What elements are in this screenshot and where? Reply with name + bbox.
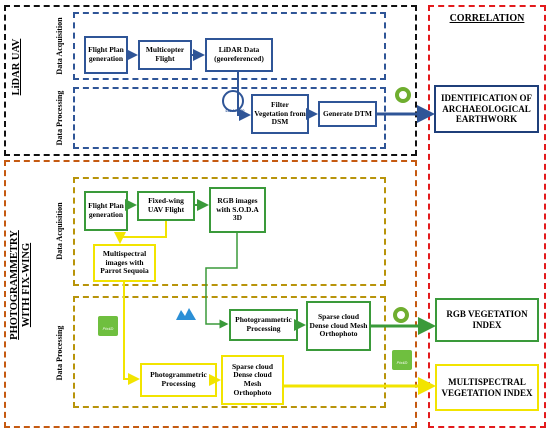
agisoft-icon-shape: [176, 308, 196, 320]
lidar360-logo-text: LIDAR360: [225, 108, 245, 113]
lidar-section: [4, 5, 417, 156]
rgb-vegetation-index-box: RGB VEGETATION INDEX: [435, 298, 539, 342]
photogrammetry-section: [4, 160, 417, 428]
pix4d-icon-right-text: Pix4D: [396, 360, 408, 365]
lidar-data-box: LiDAR Data (georeferenced): [205, 38, 273, 72]
pix4d-icon-left: Pix4D: [98, 316, 118, 336]
qgis-icon-rgb: [393, 307, 409, 323]
filter-vegetation-box: Filter Vegetation from DSM: [251, 94, 309, 134]
correlation-title: CORRELATION: [449, 13, 525, 24]
correlation-section: [428, 5, 546, 428]
agisoft-icon: [175, 307, 197, 321]
pix4d-icon-right: Pix4D: [392, 350, 412, 370]
archaeological-earthwork-box: IDENTIFICATION OF ARCHAEOLOGICAL EARTHWO…: [434, 85, 539, 133]
lidar-processing-frame: [73, 87, 386, 149]
rgb-images-box: RGB images with S.O.D.A 3D: [209, 187, 266, 233]
qgis-icon: [395, 87, 411, 103]
lidar-flight-plan-box: Flight Plan generation: [84, 36, 128, 74]
multicopter-flight-box: Multicopter Flight: [138, 40, 192, 70]
generate-dtm-box: Generate DTM: [318, 101, 377, 127]
photo-acquisition-frame: [73, 177, 386, 286]
photogrammetric-processing-rgb-box: Photogrammetric Processing: [229, 309, 298, 341]
multispectral-outputs-box: Sparse cloud Dense cloud Mesh Orthophoto: [221, 355, 284, 405]
multispectral-images-box: Multispectral images with Parrot Sequoia: [93, 244, 156, 282]
multispectral-vegetation-index-box: MULTISPECTRAL VEGETATION INDEX: [435, 364, 539, 411]
pix4d-icon-left-text: Pix4D: [102, 326, 114, 331]
photo-flight-plan-box: Flight Plan generation: [84, 191, 128, 231]
fixed-wing-flight-box: Fixed-wing UAV Flight: [137, 191, 195, 221]
photo-processing-frame: [73, 296, 386, 408]
rgb-outputs-box: Sparse cloud Dense cloud Mesh Orthophoto: [306, 301, 371, 351]
lidar-acquisition-frame: [73, 12, 386, 80]
